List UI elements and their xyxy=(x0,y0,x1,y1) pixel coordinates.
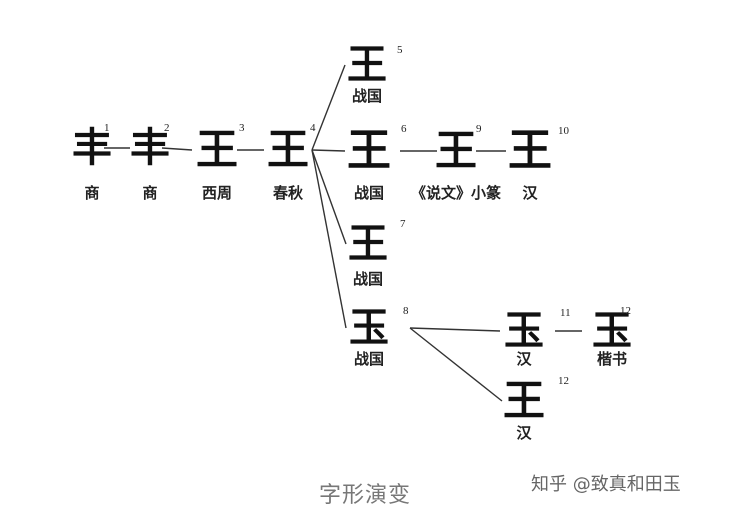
edge-n8-n11 xyxy=(409,327,501,332)
glyph-n2: 丰 xyxy=(130,124,170,171)
glyph-n12: 玉 xyxy=(592,307,632,354)
period-label-n5: 战国 xyxy=(351,87,383,105)
glyph-n3: 王 xyxy=(195,125,239,174)
edge-n4-n8 xyxy=(311,149,347,329)
glyph-n13: 王 xyxy=(502,376,546,425)
node-number-n10: 10 xyxy=(558,125,569,137)
node-number-n12: 12 xyxy=(620,305,631,317)
diagram-caption: 字形演变 xyxy=(318,483,412,508)
edge-n2-n3 xyxy=(161,147,193,151)
period-label-n6: 战国 xyxy=(353,184,385,202)
node-number-n11: 11 xyxy=(560,307,571,319)
node-number-n2: 2 xyxy=(164,122,170,134)
edge-n8-n13 xyxy=(409,327,503,402)
node-number-n8: 8 xyxy=(403,305,409,317)
node-number-n9: 9 xyxy=(476,123,482,135)
node-number-n3: 3 xyxy=(239,122,245,134)
glyph-n5: 王 xyxy=(347,41,387,88)
node-number-n4: 4 xyxy=(310,122,316,134)
glyph-n11: 玉 xyxy=(504,307,544,354)
node-number-n6: 6 xyxy=(401,123,407,135)
period-label-n10: 汉 xyxy=(522,184,538,202)
glyph-n7: 王 xyxy=(348,220,388,267)
period-label-n13: 汉 xyxy=(516,424,532,442)
glyph-n1: 丰 xyxy=(72,124,112,171)
node-number-n1: 1 xyxy=(104,122,110,134)
glyph-n10: 王 xyxy=(508,125,552,176)
watermark: 知乎 @致真和田玉 xyxy=(531,474,681,495)
glyph-n4: 王 xyxy=(266,125,310,174)
period-label-n2: 商 xyxy=(142,184,158,202)
period-label-n4: 春秋 xyxy=(272,184,304,202)
glyph-n6: 王 xyxy=(347,125,391,176)
edge-n4-n7 xyxy=(311,149,347,245)
node-number-n13: 12 xyxy=(558,375,569,387)
glyph-n8: 玉 xyxy=(349,304,389,351)
period-label-n1: 商 xyxy=(84,184,100,202)
period-label-n9: 《说文》小篆 xyxy=(410,184,502,202)
edge-n4-n6 xyxy=(311,149,346,152)
node-number-n5: 5 xyxy=(397,44,403,56)
period-label-n3: 西周 xyxy=(201,184,233,202)
period-label-n11: 汉 xyxy=(516,350,532,368)
period-label-n8: 战国 xyxy=(353,350,385,368)
glyph-n9: 王 xyxy=(434,126,478,175)
period-label-n12: 楷书 xyxy=(596,350,628,368)
edge-n4-n5 xyxy=(311,64,346,151)
period-label-n7: 战国 xyxy=(352,270,384,288)
node-number-n7: 7 xyxy=(400,218,406,230)
